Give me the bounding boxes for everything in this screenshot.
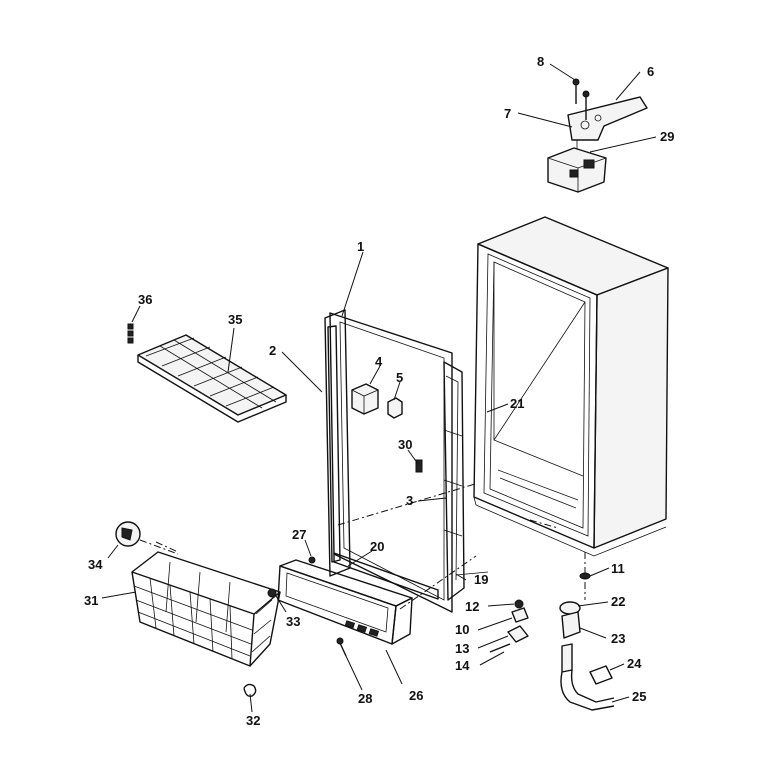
drain-tube-part: [560, 643, 615, 711]
shelf-clip-part: [127, 323, 134, 344]
callout-24: 24: [627, 656, 642, 671]
callout-22: 22: [611, 594, 625, 609]
callout-6: 6: [647, 64, 654, 79]
callout-13: 13: [455, 641, 469, 656]
cabinet-part: [473, 216, 669, 557]
callout-34: 34: [88, 557, 103, 572]
callout-5: 5: [396, 370, 403, 385]
callout-labels: 1 2 3 4 5 6 7 8 10 11 12 13 14 19 20 21 …: [84, 54, 674, 728]
callout-10: 10: [455, 622, 469, 637]
callout-28: 28: [358, 691, 372, 706]
screw-28-part: [336, 637, 347, 657]
basket-stop-part: [267, 588, 277, 598]
callout-12: 12: [465, 599, 479, 614]
callout-27: 27: [292, 527, 306, 542]
drain-fitting-part: [489, 599, 529, 653]
screw-27-part: [308, 556, 316, 564]
callout-30: 30: [398, 437, 412, 452]
callout-1: 1: [357, 239, 364, 254]
callout-3: 3: [406, 493, 413, 508]
callout-8: 8: [537, 54, 544, 69]
callout-21: 21: [510, 396, 524, 411]
callout-33: 33: [286, 614, 300, 629]
callout-23: 23: [611, 631, 625, 646]
callout-25: 25: [632, 689, 646, 704]
door-button-part: [351, 383, 379, 415]
top-hinge-part: [567, 78, 648, 158]
callout-35: 35: [228, 312, 242, 327]
assembly-lines: [155, 483, 559, 610]
callout-19: 19: [474, 572, 488, 587]
callout-7: 7: [504, 106, 511, 121]
shelf-part: [137, 334, 287, 423]
basket-bracket-part: [243, 683, 257, 698]
door-part: [329, 312, 465, 613]
gasket-19-part: [455, 571, 489, 576]
callout-36: 36: [138, 292, 152, 307]
callout-2: 2: [269, 343, 276, 358]
hinge-cover-part: [547, 147, 607, 193]
door-shelf-20-part: [333, 552, 439, 600]
door-switch-part: [387, 397, 403, 419]
callout-11: 11: [611, 561, 625, 576]
callout-31: 31: [84, 593, 98, 608]
toe-grille-part: [277, 559, 413, 645]
callout-26: 26: [409, 688, 423, 703]
leader-lines: [101, 63, 657, 713]
door-liner-part: [324, 309, 351, 577]
basket-cord-part: [115, 521, 179, 555]
callout-20: 20: [370, 539, 384, 554]
door-clip-part: [415, 459, 423, 473]
basket-part: [131, 551, 281, 667]
callout-4: 4: [375, 354, 383, 369]
callout-32: 32: [246, 713, 260, 728]
leveling-leg-part: [559, 552, 591, 639]
callout-14: 14: [455, 658, 470, 673]
callout-29: 29: [660, 129, 674, 144]
